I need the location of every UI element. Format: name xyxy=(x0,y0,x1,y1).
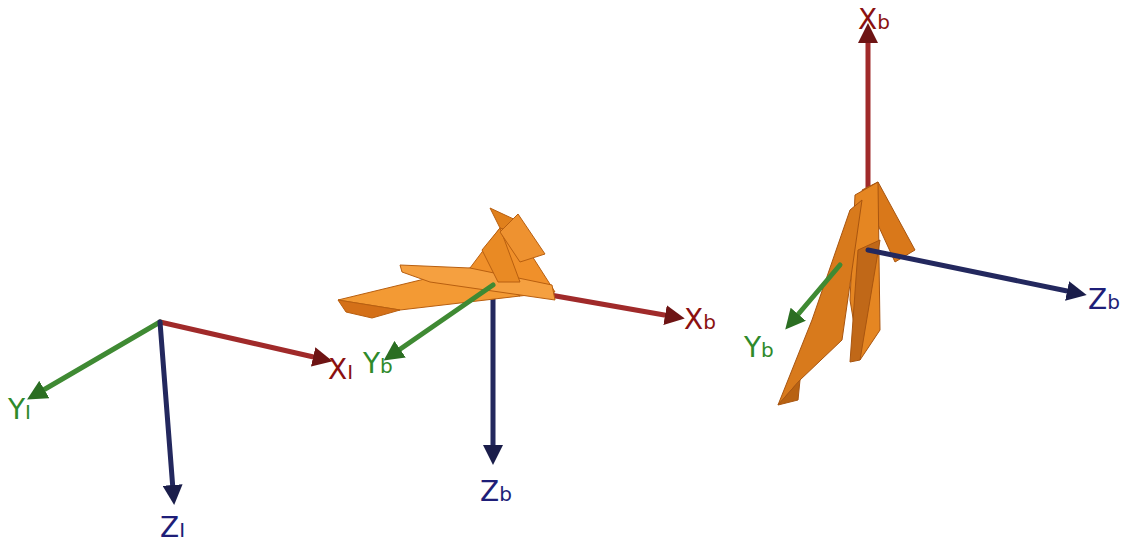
axis-label: YI xyxy=(8,396,31,424)
axis-label: Zb xyxy=(480,478,512,506)
axis-label: Xb xyxy=(858,6,890,34)
axis-label: Xb xyxy=(684,306,716,334)
body-frame-level xyxy=(493,285,670,450)
body-frame-vertical-yz xyxy=(795,250,1072,318)
aircraft-vertical xyxy=(778,182,915,405)
axis-label: XI xyxy=(328,356,353,384)
aircraft-level xyxy=(338,208,555,318)
body-frame-level-y xyxy=(396,285,493,352)
axis-label: Zb xyxy=(1088,286,1120,314)
axis-label: ZI xyxy=(160,514,185,542)
axis-label: Yb xyxy=(744,334,774,362)
axis-label: Yb xyxy=(363,350,393,378)
inertial-frame xyxy=(40,322,318,490)
